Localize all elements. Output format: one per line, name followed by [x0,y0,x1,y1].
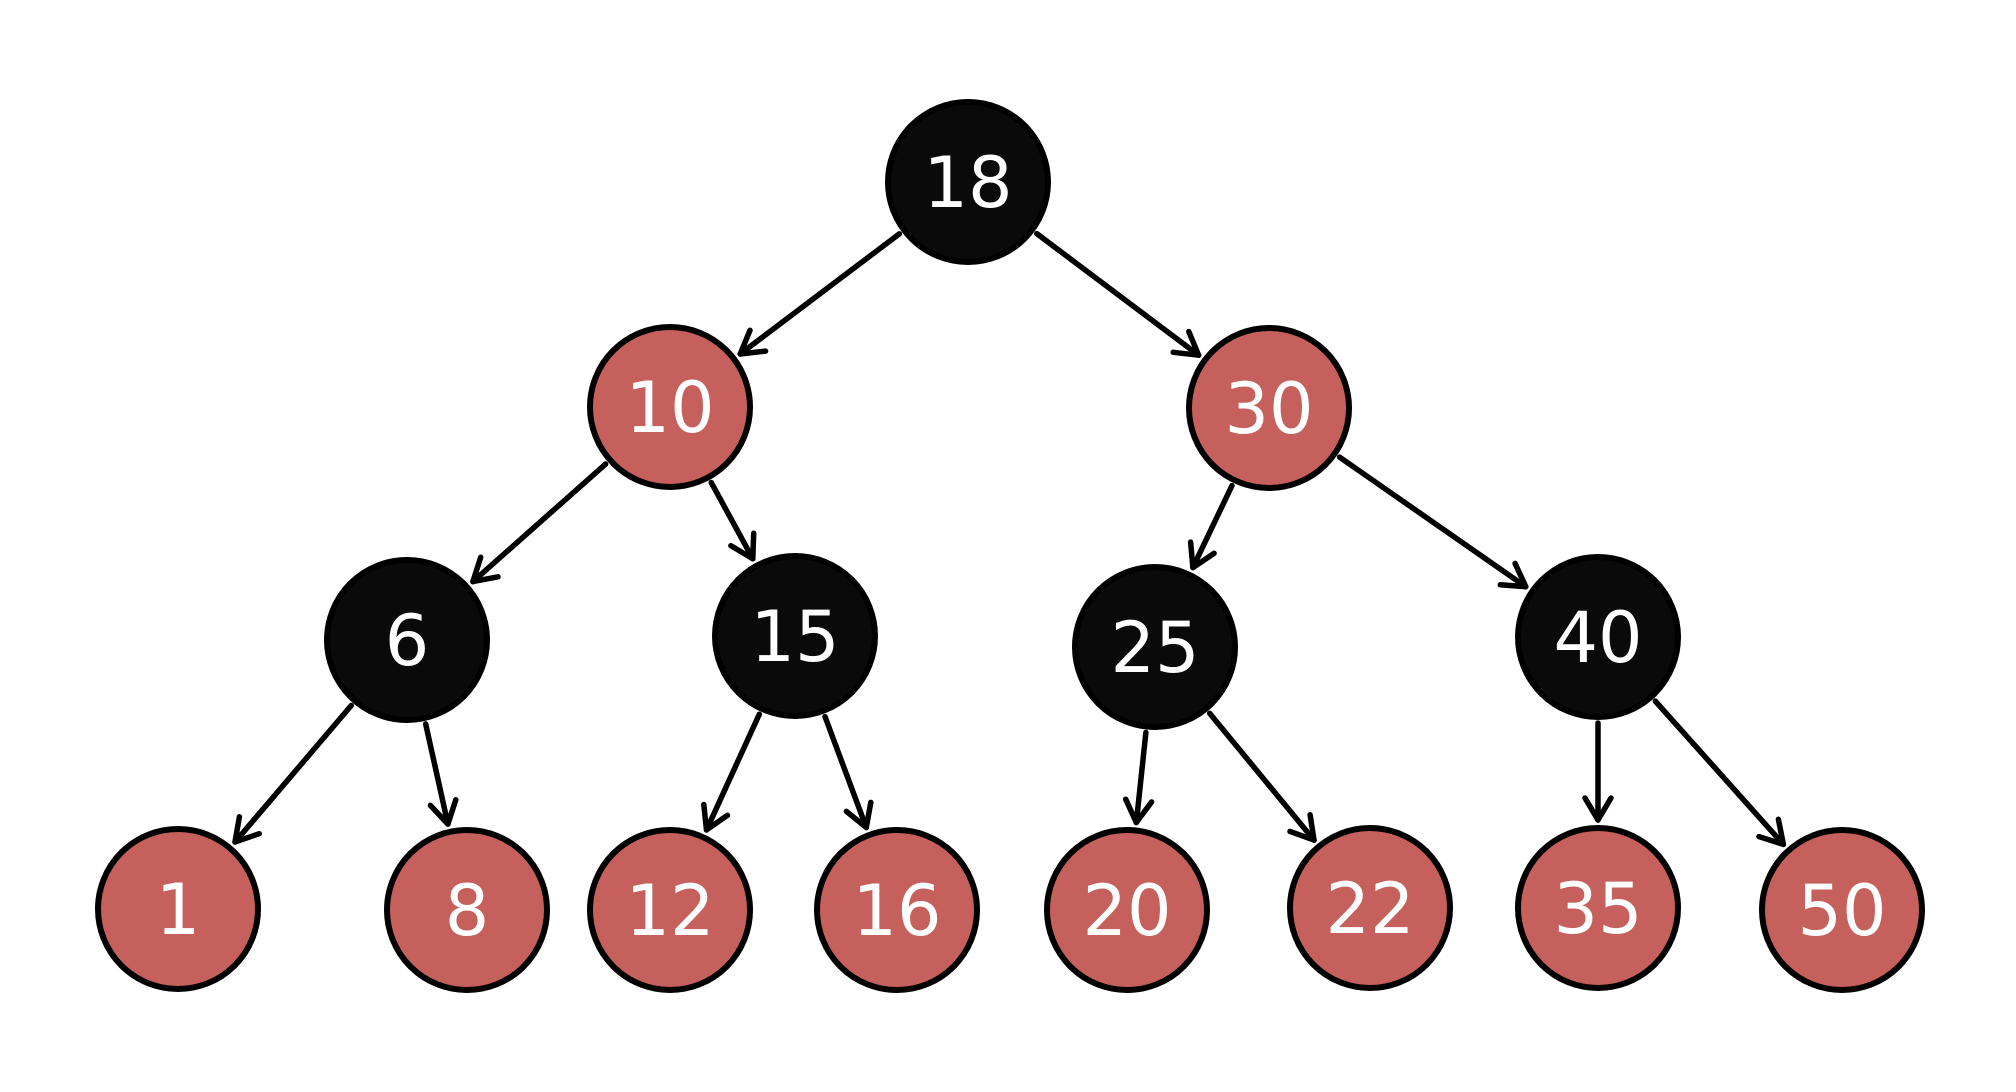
arrowhead-icon [843,799,874,831]
node-circle-black [885,99,1051,265]
node-label: 25 [1110,607,1199,689]
node-label: 8 [445,870,490,952]
arrowhead-icon [232,814,262,845]
edge-shaft [737,231,903,357]
tree-node-50: 50 [1759,827,1925,993]
arrowhead-icon [1287,812,1317,843]
node-label: 22 [1325,868,1414,950]
edge-shaft [1336,454,1529,590]
edge-shaft [1190,482,1235,571]
node-circle-red [814,827,980,993]
tree-node-1: 1 [95,826,261,992]
node-circle-red [1186,325,1352,491]
edge-30-40 [1336,454,1529,590]
arrowhead-icon [1497,560,1529,590]
edge-shaft [1034,230,1202,358]
arrowhead-icon [1756,816,1787,848]
node-label: 50 [1797,870,1886,952]
node-label: 1 [156,869,201,951]
edge-15-12 [701,711,763,833]
tree-node-10: 10 [587,324,753,490]
edge-shaft [470,461,609,585]
arrowhead-icon [427,797,459,827]
edge-shaft [232,702,355,845]
tree-node-35: 35 [1515,825,1681,991]
node-circle-red [384,827,550,993]
node-circle-red [1287,825,1453,991]
node-circle-black [1072,564,1238,730]
node-label: 30 [1224,368,1313,450]
tree-node-20: 20 [1044,827,1210,993]
edge-40-35 [1582,720,1614,823]
arrowhead-icon [1187,539,1217,571]
tree-node-18: 18 [885,99,1051,265]
edge-10-6 [470,461,609,585]
node-label: 35 [1553,868,1642,950]
edge-6-1 [232,702,355,845]
edge-18-30 [1034,230,1202,358]
node-label: 40 [1553,597,1642,679]
edge-shaft [1206,710,1317,843]
node-label: 20 [1082,870,1171,952]
node-circle-red [587,827,753,993]
node-circle-black [712,553,878,719]
edge-25-22 [1206,710,1317,843]
arrowhead-icon [1122,796,1155,826]
node-label: 16 [852,870,941,952]
node-circle-black [324,557,490,723]
edge-shaft [703,711,763,833]
node-label: 12 [625,870,714,952]
tree-node-40: 40 [1515,554,1681,720]
node-circle-red [1515,825,1681,991]
node-circle-black [1515,554,1681,720]
node-circle-red [95,826,261,992]
tree-node-16: 16 [814,827,980,993]
arrowhead-icon [1170,328,1202,358]
node-label: 15 [750,596,839,678]
tree-node-8: 8 [384,827,550,993]
arrowhead-icon [701,801,731,833]
edge-18-10 [737,231,903,357]
tree-node-25: 25 [1072,564,1238,730]
edge-30-25 [1187,482,1235,571]
edges-layer [232,230,1787,848]
tree-node-6: 6 [324,557,490,723]
arrowhead-icon [728,530,757,562]
node-label: 6 [385,600,430,682]
node-label: 10 [625,367,714,449]
edge-shaft [1133,729,1149,826]
arrowhead-icon [737,327,769,357]
edge-shaft [822,713,870,831]
edge-6-8 [422,721,459,827]
node-label: 18 [923,142,1012,224]
tree-node-30: 30 [1186,325,1352,491]
edge-25-20 [1122,729,1155,826]
edge-shaft [422,721,451,827]
tree-node-15: 15 [712,553,878,719]
edge-shaft [1652,698,1787,848]
arrowhead-icon [470,554,501,585]
node-circle-red [587,324,753,490]
tree-node-12: 12 [587,827,753,993]
node-circle-red [1759,827,1925,993]
tree-node-22: 22 [1287,825,1453,991]
node-circle-red [1044,827,1210,993]
arrowhead-icon [1582,795,1614,823]
edge-15-16 [822,713,874,831]
edge-10-15 [708,479,757,562]
edge-40-50 [1652,698,1787,848]
edge-shaft [708,479,756,562]
